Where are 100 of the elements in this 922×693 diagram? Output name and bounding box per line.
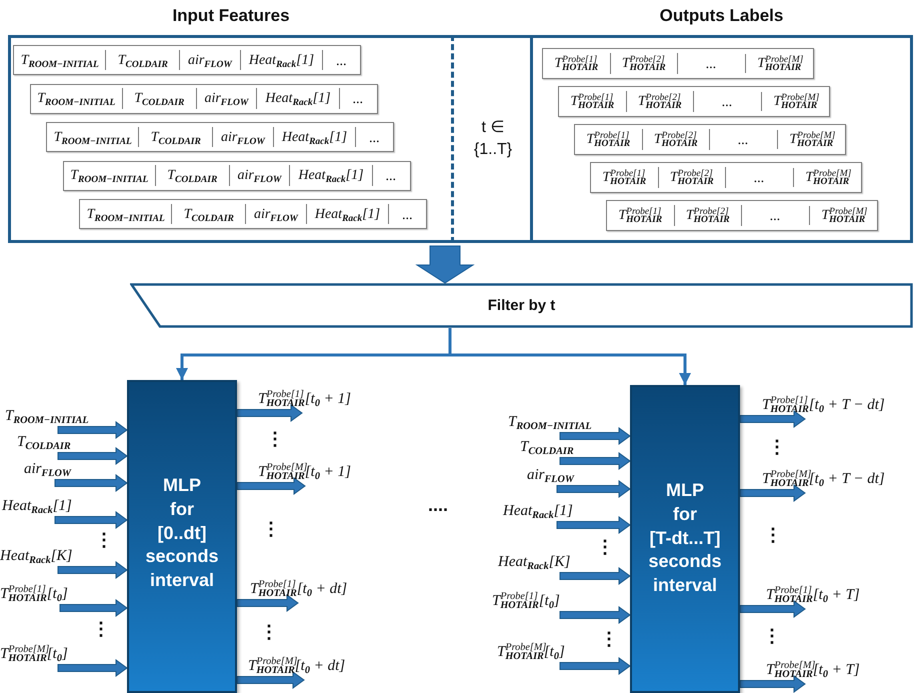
- arrow: [236, 671, 305, 689]
- arrow: [560, 606, 631, 624]
- arrow: [740, 675, 806, 693]
- record-cell: ...: [678, 54, 746, 73]
- record-cell: air$_{FLOW}$: [180, 50, 241, 70]
- model-block: [127, 380, 237, 693]
- variable-label: T$^{Probe[1]}$$_{HOTAIR}$[t$_{0}$]: [0, 584, 68, 604]
- arrow: [236, 477, 306, 495]
- record-cell-text: ...: [352, 91, 364, 108]
- arrow: [556, 516, 631, 534]
- record-cell-text: ...: [401, 206, 414, 224]
- filter-banner: [130, 283, 913, 328]
- model-block: [630, 385, 740, 693]
- block-arrow: [415, 246, 475, 284]
- ellipsis-mark: ⋮: [768, 438, 786, 456]
- record-row: [574, 124, 846, 155]
- variable-label: T$_{COLDAIR}$: [17, 432, 71, 452]
- record-cell: air$_{FLOW}$: [196, 88, 258, 109]
- panel-heading: Outputs Labels: [660, 6, 784, 26]
- ellipsis-mark: ⋮: [763, 627, 781, 645]
- arrow: [58, 421, 128, 439]
- record-row: [590, 162, 862, 193]
- variable-label: T$^{Probe[M]}$$_{HOTAIR}$[t$_{0}$]: [0, 644, 68, 664]
- variable-label: T$^{Probe[1]}$$_{HOTAIR}$[t$_{0}$ + T − dt]: [762, 396, 885, 415]
- ellipsis-mark: ⋮: [260, 623, 278, 641]
- arrow: [58, 447, 128, 465]
- filter-label: Filter by t: [488, 297, 556, 314]
- ellipsis-mark: ⋮: [95, 531, 113, 549]
- model-label: MLP for [T-dt...T] seconds interval: [648, 479, 722, 597]
- record-cell: Heat$_{Rack}$[1]: [306, 204, 390, 224]
- record-cell: T$_{COLDAIR}$: [106, 50, 180, 70]
- record-row: [13, 45, 361, 75]
- record-cell: ...: [726, 168, 794, 187]
- record-cell: ...: [694, 92, 762, 111]
- arrow: [54, 474, 128, 492]
- ellipsis-mark: ⋮: [262, 520, 280, 538]
- record-cell: Heat$_{Rack}$[1]: [274, 126, 356, 148]
- variable-label: Heat$_{Rack}$[1]: [2, 496, 72, 516]
- variable-label: T$^{Probe[M]}$$_{HOTAIR}$[t$_{0}$ + T − dt]: [762, 470, 885, 489]
- arrow: [740, 600, 806, 618]
- record-row: [542, 48, 814, 79]
- arrow: [556, 480, 631, 498]
- record-cell: T$_{COLDAIR}$: [156, 165, 230, 186]
- arrow: [448, 328, 691, 385]
- variable-label: T$^{Probe[1]}$$_{HOTAIR}$[t$_{0}$ + 1]: [258, 390, 351, 409]
- arrow: [740, 410, 806, 428]
- range-panel: [454, 35, 532, 243]
- record-cell: Heat$_{Rack}$[1]: [257, 88, 340, 109]
- variable-label: Heat$_{Rack}$[K]: [498, 552, 570, 572]
- arrow: [60, 599, 128, 617]
- ellipsis-mark: ⋮: [596, 538, 614, 556]
- arrow: [54, 511, 128, 529]
- ellipsis-mark: ⋮: [600, 630, 618, 648]
- record-cell: Heat$_{Rack}$[1]: [290, 165, 373, 186]
- range-label: t ∈ {1..T}: [472, 118, 514, 160]
- record-cell: T$_{ROOM−INITIAL}$: [80, 204, 172, 224]
- arrow: [236, 404, 303, 422]
- variable-label: air$_{FLOW}$: [24, 460, 71, 479]
- variable-label: T$_{ROOM−INITIAL}$: [508, 412, 592, 432]
- record-cell: air$_{FLOW}$: [246, 204, 307, 224]
- record-cell: T$_{ROOM−INITIAL}$: [47, 126, 140, 148]
- arrow: [740, 484, 806, 502]
- record-cell: T$_{ROOM−INITIAL}$: [14, 50, 106, 70]
- record-cell: air$_{FLOW}$: [213, 126, 274, 148]
- ellipsis-mark: ⋮: [92, 620, 110, 638]
- record-cell-text: ...: [368, 130, 381, 146]
- variable-label: T$_{COLDAIR}$: [520, 438, 574, 457]
- variable-label: T$^{Probe[M]}$$_{HOTAIR}$[t$_{0}$ + T]: [766, 660, 860, 680]
- variable-label: T$^{Probe[M]}$$_{HOTAIR}$[t$_{0}$]: [497, 642, 565, 662]
- ellipsis-mark: ....: [428, 496, 448, 514]
- variable-label: T$^{Probe[1]}$$_{HOTAIR}$[t$_{0}$]: [492, 592, 560, 611]
- ellipsis-mark: ⋮: [266, 430, 284, 448]
- variable-label: air$_{FLOW}$: [527, 466, 574, 485]
- record-row: [46, 122, 394, 152]
- record-row: [558, 86, 830, 117]
- panel-heading: Input Features: [172, 6, 290, 26]
- record-row: [606, 200, 878, 231]
- record-cell: T$_{COLDAIR}$: [122, 88, 197, 109]
- record-cell-text: ...: [335, 52, 348, 70]
- arrow: [58, 659, 128, 677]
- variable-label: T$^{Probe[1]}$$_{HOTAIR}$[t$_{0}$ + T]: [766, 586, 860, 605]
- variable-label: T$^{Probe[M]}$$_{HOTAIR}$[t$_{0}$ + dt]: [248, 656, 346, 676]
- record-row: [62, 160, 410, 190]
- model-label: MLP for [0..dt] seconds interval: [145, 474, 218, 592]
- record-cell: T$_{COLDAIR}$: [172, 204, 246, 224]
- arrow: [560, 657, 631, 675]
- arrow: [560, 427, 631, 445]
- variable-label: T$^{Probe[M]}$$_{HOTAIR}$[t$_{0}$ + 1]: [258, 462, 351, 482]
- record-row: [30, 84, 378, 114]
- arrow: [560, 567, 631, 585]
- record-cell-text: ...: [384, 168, 398, 185]
- record-cell: air$_{FLOW}$: [230, 165, 290, 186]
- variable-label: T$^{Probe[1]}$$_{HOTAIR}$[t$_{0}$ + dt]: [250, 580, 348, 599]
- record-row: [79, 199, 427, 229]
- arrow: [58, 561, 128, 579]
- arrow: [236, 594, 299, 612]
- record-cell: T$_{ROOM−INITIAL}$: [30, 88, 123, 109]
- arrow: [560, 452, 631, 470]
- record-cell: ...: [742, 206, 810, 225]
- record-cell: T$_{ROOM−INITIAL}$: [64, 165, 156, 186]
